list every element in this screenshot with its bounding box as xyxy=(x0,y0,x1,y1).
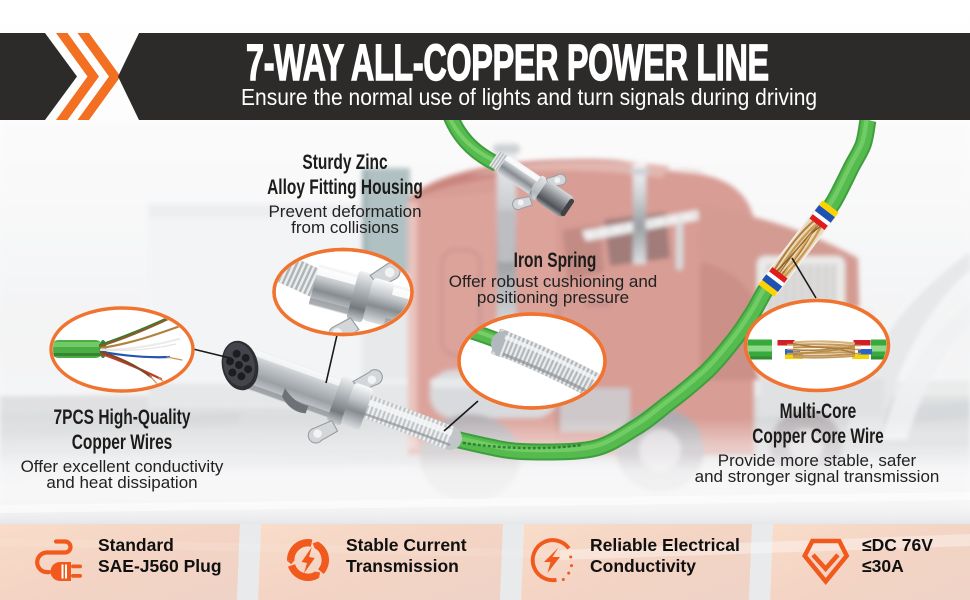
svg-text:≤DC 76V: ≤DC 76V xyxy=(862,535,933,555)
svg-text:Conductivity: Conductivity xyxy=(590,556,696,576)
svg-text:Reliable Electrical: Reliable Electrical xyxy=(590,535,740,555)
svg-text:≤30A: ≤30A xyxy=(862,556,904,576)
svg-text:SAE-J560 Plug: SAE-J560 Plug xyxy=(98,556,222,576)
svg-text:Transmission: Transmission xyxy=(346,556,459,576)
svg-text:Stable Current: Stable Current xyxy=(346,535,467,555)
svg-text:Standard: Standard xyxy=(98,535,174,555)
